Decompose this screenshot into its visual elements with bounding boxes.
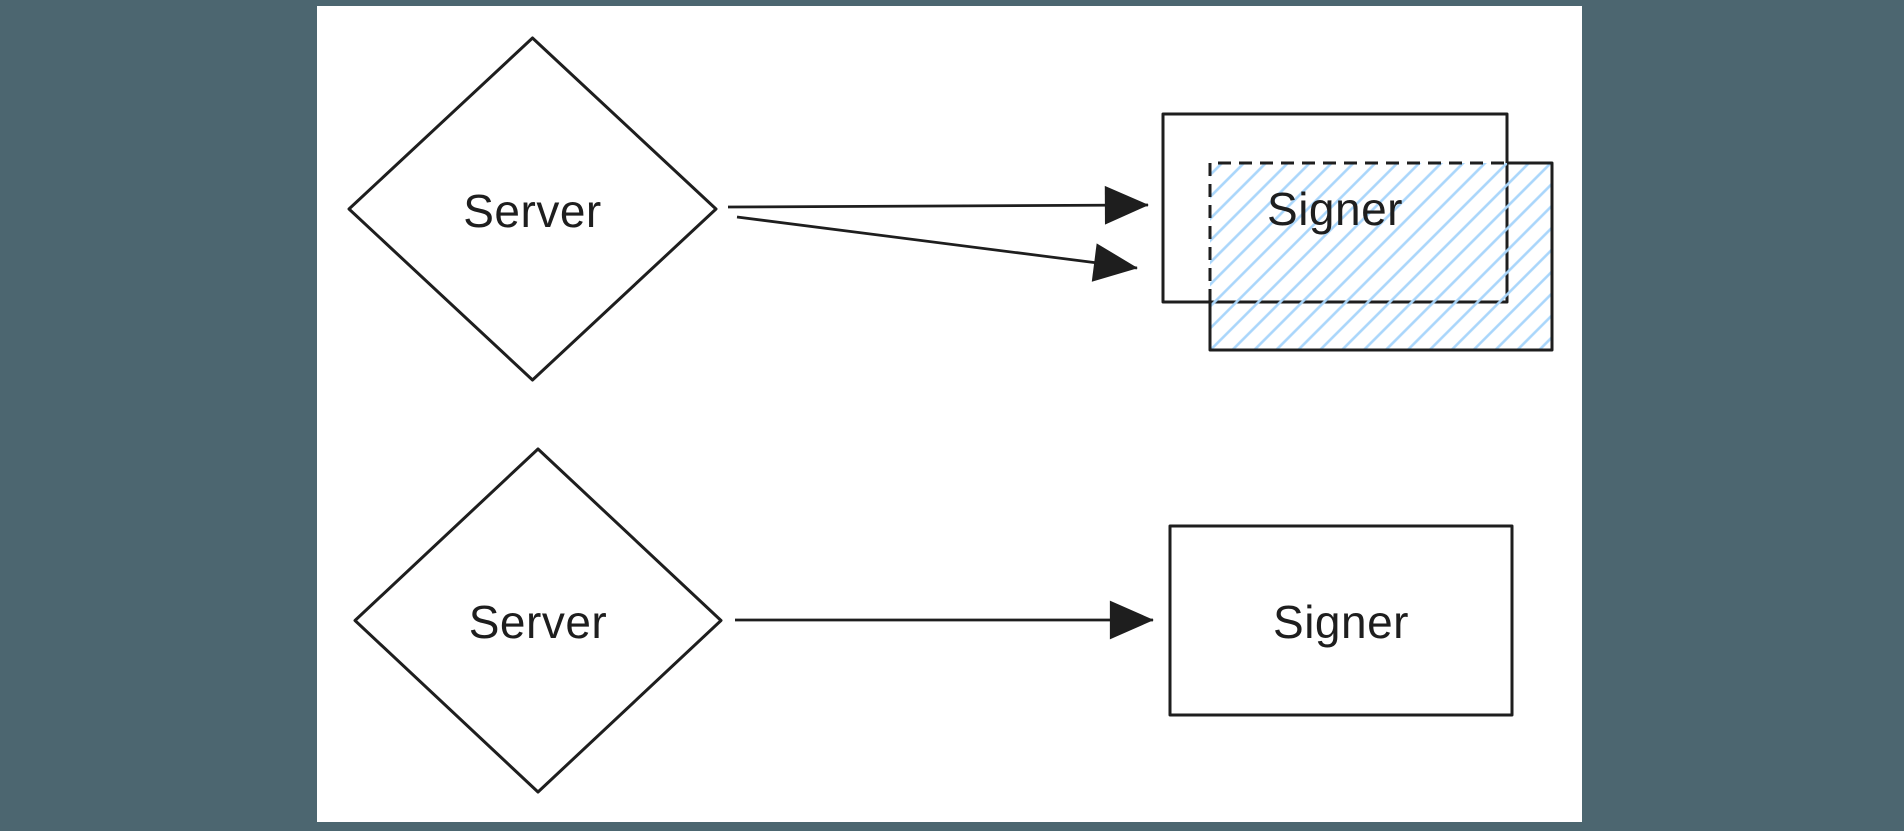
top-flow: Server Signer	[347, 36, 1554, 382]
bottom-flow: Server Signer	[353, 447, 1514, 794]
diagram-canvas: Server Signer Server Signer	[317, 6, 1582, 822]
signer-bottom-label: Signer	[1273, 596, 1409, 648]
arrow-top-2	[736, 215, 1138, 282]
diagram-svg: Server Signer Server Signer	[347, 36, 1554, 794]
server-diamond-top	[347, 36, 718, 382]
server-top-label: Server	[463, 185, 601, 237]
arrow-top-1	[727, 185, 1149, 225]
server-diamond-bottom	[353, 447, 723, 794]
signer-rect-top-back-visible-edge	[1208, 161, 1554, 352]
signer-top-label: Signer	[1267, 183, 1403, 235]
signer-rect-bottom	[1168, 524, 1514, 717]
server-bottom-label: Server	[469, 596, 607, 648]
signer-rect-top-back-hidden-edge	[1208, 161, 1507, 302]
signer-rect-top-back-fill	[1210, 163, 1552, 350]
